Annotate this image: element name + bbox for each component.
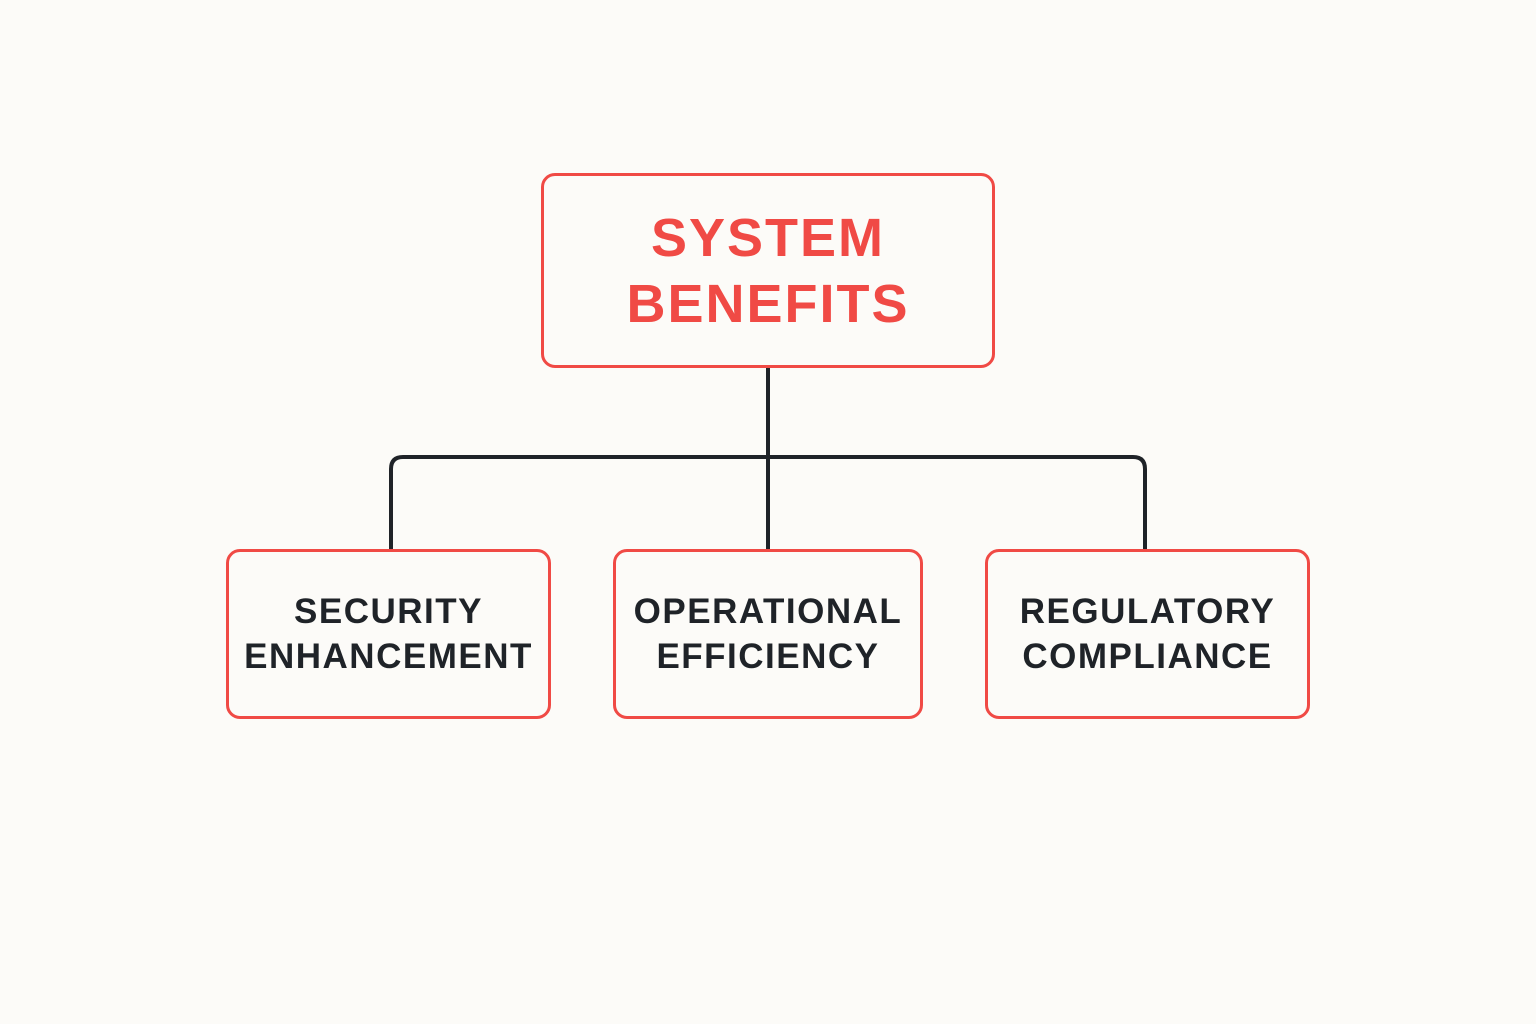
connector-branch (389, 455, 1147, 550)
child-node-security-enhancement: SECURITY ENHANCEMENT (226, 549, 551, 719)
child-node-label: SECURITY ENHANCEMENT (244, 592, 533, 676)
child-node-regulatory-compliance: REGULATORY COMPLIANCE (985, 549, 1310, 719)
root-node-label: SYSTEM BENEFITS (626, 207, 910, 334)
child-node-operational-efficiency: OPERATIONAL EFFICIENCY (613, 549, 923, 719)
child-node-label: OPERATIONAL EFFICIENCY (633, 592, 903, 676)
root-node-system-benefits: SYSTEM BENEFITS (541, 173, 995, 368)
child-node-label: REGULATORY COMPLIANCE (1019, 592, 1276, 676)
